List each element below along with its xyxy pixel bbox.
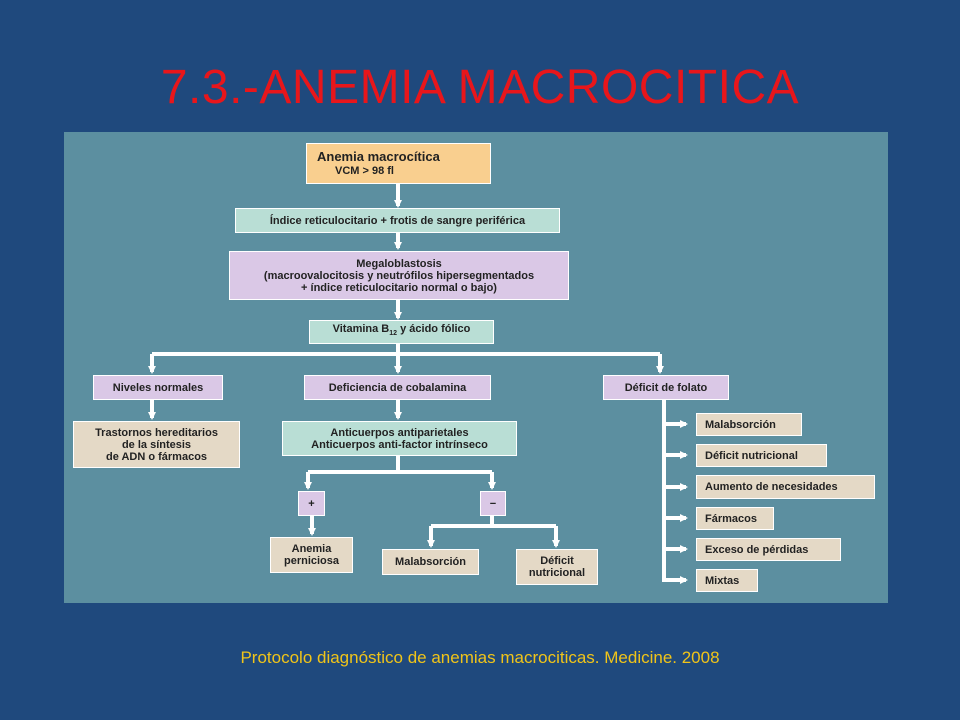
node-negative: − — [480, 491, 506, 516]
page-title: 7.3.-ANEMIA MACROCITICA — [160, 61, 800, 114]
flowchart-panel: Anemia macrocítica VCM > 98 fl Índice re… — [64, 132, 888, 603]
node-trastornos-hereditarios: Trastornos hereditarios de la síntesis d… — [73, 421, 240, 468]
node-indice-reticulocitario: Índice reticulocitario + frotis de sangr… — [235, 208, 560, 233]
node-deficit-nutricional-cobalamina: Déficit nutricional — [516, 549, 598, 585]
node-vitamina-b12: Vitamina B12 y ácido fólico — [309, 320, 494, 344]
node-anemia-macrocitica-line2: VCM > 98 fl — [335, 164, 394, 177]
node-malabsorcion-cobalamina: Malabsorción — [382, 549, 479, 575]
node-folato-cause-2: Déficit nutricional — [696, 444, 827, 467]
node-deficit-folato: Déficit de folato — [603, 375, 729, 400]
node-folato-cause-1: Malabsorción — [696, 413, 802, 436]
node-anemia-macrocitica: Anemia macrocítica VCM > 98 fl — [306, 143, 491, 184]
node-folato-cause-4: Fármacos — [696, 507, 774, 530]
node-folato-cause-5: Exceso de pérdidas — [696, 538, 841, 561]
flowchart-connectors — [148, 184, 688, 584]
node-niveles-normales: Niveles normales — [93, 375, 223, 400]
node-anemia-perniciosa: Anemia perniciosa — [270, 537, 353, 573]
node-positive: + — [298, 491, 325, 516]
node-folato-cause-6: Mixtas — [696, 569, 758, 592]
node-megaloblastosis: Megaloblastosis (macroovalocitosis y neu… — [229, 251, 569, 300]
node-anemia-macrocitica-line1: Anemia macrocítica — [317, 148, 440, 164]
node-deficiencia-cobalamina: Deficiencia de cobalamina — [304, 375, 491, 400]
node-anticuerpos: Anticuerpos antiparietales Anticuerpos a… — [282, 421, 517, 456]
node-folato-cause-3: Aumento de necesidades — [696, 475, 875, 499]
source-caption: Protocolo diagnóstico de anemias macroci… — [240, 648, 720, 667]
